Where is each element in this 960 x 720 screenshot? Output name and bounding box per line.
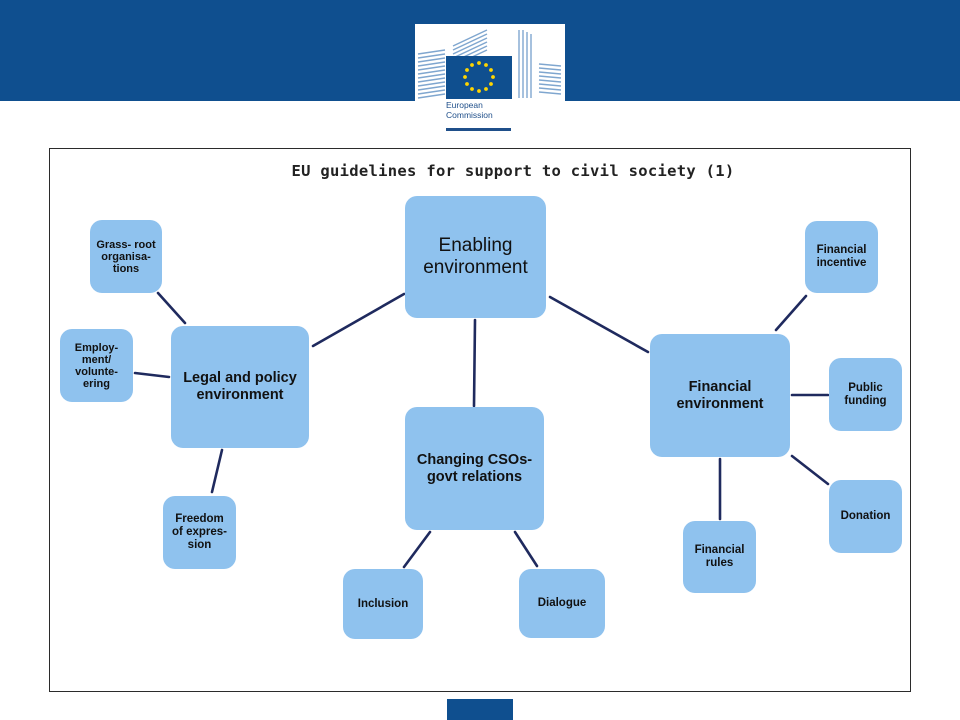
node-financial-incentive: Financial incentive xyxy=(805,221,878,293)
european-commission-logo: European Commission xyxy=(415,24,565,136)
node-financial-rules: Financial rules xyxy=(683,521,756,593)
node-legal-label: Legal and policy environment xyxy=(183,370,297,403)
node-public-funding: Public funding xyxy=(829,358,902,431)
node-freedom-label: Freedom of expres- sion xyxy=(172,513,227,551)
node-grassroot-label: Grass- root organisa- tions xyxy=(96,238,156,275)
node-public-funding-label: Public funding xyxy=(844,381,887,407)
node-financial-incentive-label: Financial incentive xyxy=(816,244,867,269)
node-legal-policy: Legal and policy environment xyxy=(171,326,309,448)
node-dialogue: Dialogue xyxy=(519,569,605,638)
node-dialogue-label: Dialogue xyxy=(537,597,587,609)
link-enabling-financial xyxy=(548,295,650,354)
logo-text-line1: European xyxy=(446,100,483,110)
node-enabling-label: Enabling environment xyxy=(423,235,528,278)
link-legal-employment xyxy=(133,371,171,379)
node-employment: Employ- ment/ volunte- ering xyxy=(60,329,133,402)
node-inclusion: Inclusion xyxy=(343,569,423,639)
link-changing-inclusion xyxy=(402,530,432,569)
node-donation: Donation xyxy=(829,480,902,553)
node-grassroot: Grass- root organisa- tions xyxy=(90,220,162,293)
link-legal-grassroot xyxy=(156,291,187,325)
node-changing-label: Changing CSOs-govt relations xyxy=(416,451,533,485)
node-financial-rules-label: Financial rules xyxy=(694,544,745,569)
logo-underline xyxy=(446,128,511,131)
node-freedom: Freedom of expres- sion xyxy=(163,496,236,569)
link-financial-incentive xyxy=(774,294,808,332)
slide-title: EU guidelines for support to civil socie… xyxy=(291,162,735,180)
node-financial-label: Financial environment xyxy=(676,378,764,412)
logo-building-flag-icon xyxy=(417,29,562,99)
node-financial-environment: Financial environment xyxy=(650,334,790,457)
link-legal-freedom xyxy=(210,448,224,494)
link-enabling-changing xyxy=(472,318,477,408)
link-enabling-legal xyxy=(311,292,406,348)
node-employment-label: Employ- ment/ volunte- ering xyxy=(74,341,119,390)
footer-tab xyxy=(447,699,513,720)
node-donation-label: Donation xyxy=(840,510,891,522)
node-enabling-environment: Enabling environment xyxy=(405,196,546,318)
link-changing-dialogue xyxy=(513,530,539,568)
node-changing-relations: Changing CSOs-govt relations xyxy=(405,407,544,530)
logo-wordmark: European Commission xyxy=(446,100,526,120)
node-inclusion-label: Inclusion xyxy=(357,597,409,610)
link-financial-donation xyxy=(790,454,830,486)
content-frame xyxy=(49,148,911,692)
logo-text-line2: Commission xyxy=(446,110,493,120)
